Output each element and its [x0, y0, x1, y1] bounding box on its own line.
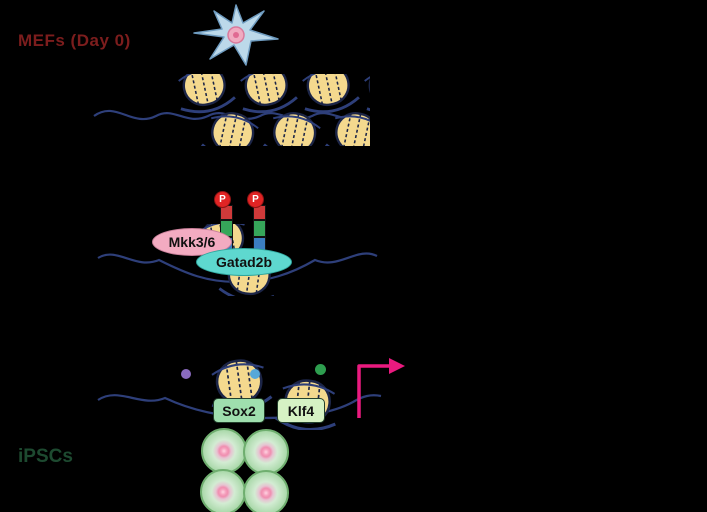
ipscs-stage-label: iPSCs — [18, 446, 73, 467]
stack-segment-green — [253, 220, 266, 237]
closed-chromatin-row — [93, 74, 370, 146]
phospho-p-badge: P — [214, 191, 231, 208]
nucleosome-icon — [200, 108, 263, 146]
fibroblast-cell-icon — [193, 4, 279, 66]
purple-mark-dot — [181, 369, 191, 379]
phospho-site-stack-2 — [253, 205, 266, 251]
ipsc-cell — [243, 470, 289, 512]
ipsc-cell — [201, 428, 247, 474]
klf4-factor-label: Klf4 — [277, 398, 325, 423]
nucleosome-icon — [297, 74, 360, 116]
opening-chromatin-row — [97, 224, 378, 296]
ipsc-colony-icon — [199, 428, 289, 512]
nucleosome-icon — [359, 74, 370, 116]
transcription-start-arrow-icon — [357, 358, 405, 418]
mefs-stage-label: MEFs (Day 0) — [18, 31, 131, 50]
sox2-factor-label: Sox2 — [213, 398, 265, 423]
ipsc-cell — [200, 469, 246, 512]
blue-mark-dot — [250, 369, 260, 379]
ipsc-cell — [243, 429, 289, 475]
nucleosome-icon — [235, 74, 298, 116]
green-mark-dot — [315, 364, 326, 375]
phospho-p-badge: P — [247, 191, 264, 208]
nucleosome-icon — [173, 74, 236, 116]
gatad2b-subunit-label: Gatad2b — [196, 248, 292, 276]
